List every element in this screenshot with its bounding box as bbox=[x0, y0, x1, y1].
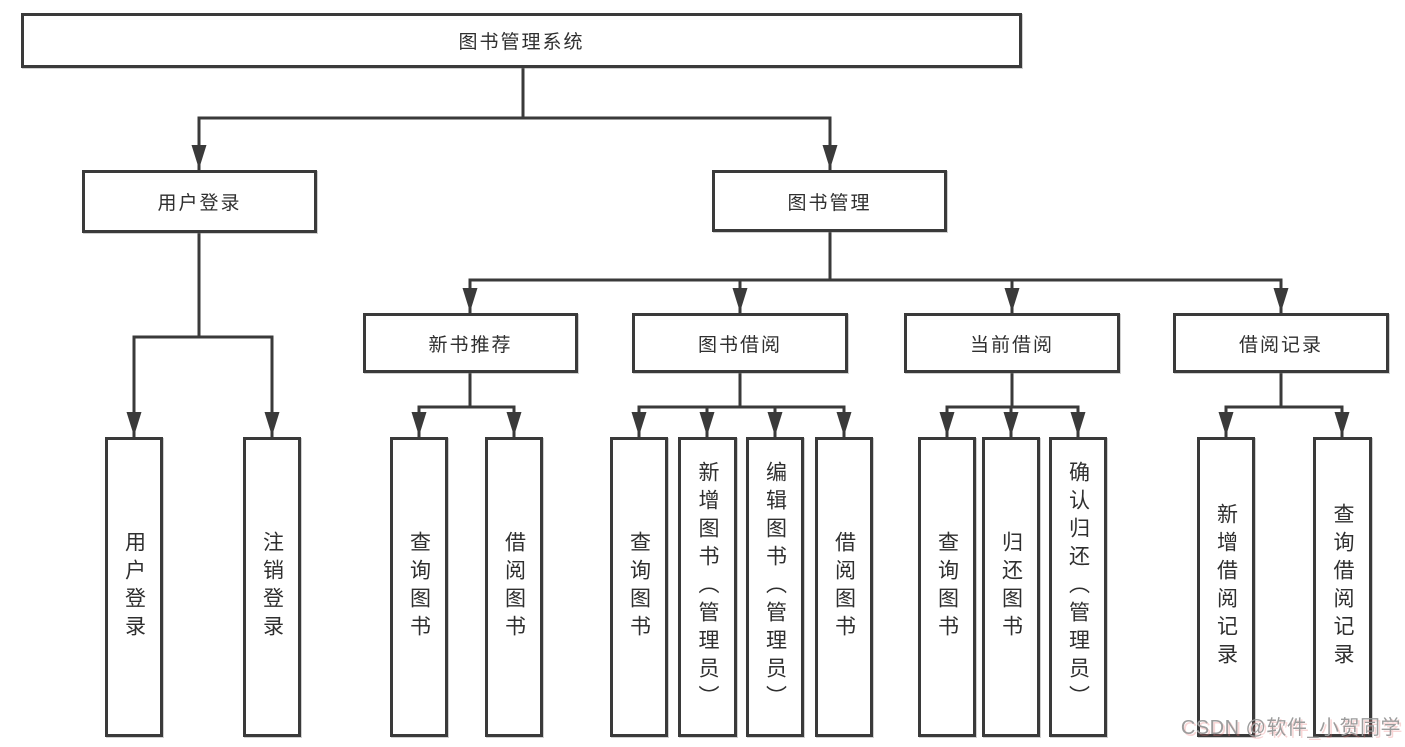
edge-current-borrow-to-leaves bbox=[939, 371, 1086, 438]
node-new-book-recommend: 新书推荐 bbox=[363, 313, 578, 373]
node-label: 查询图书 bbox=[407, 531, 431, 643]
edge-book-mgmt-to-level3 bbox=[462, 230, 1289, 314]
leaf-user-login: 用户登录 bbox=[105, 437, 163, 737]
leaf-query-borrow-record: 查询借阅记录 bbox=[1313, 437, 1372, 737]
node-label: 查询图书 bbox=[627, 531, 651, 643]
edge-user-login-to-leaves bbox=[126, 231, 280, 438]
node-label: 注销登录 bbox=[260, 531, 284, 643]
edge-root-to-level2 bbox=[191, 66, 838, 171]
node-label: 图书借阅 bbox=[697, 334, 782, 356]
leaf-borrow-books-2: 借阅图书 bbox=[815, 437, 873, 737]
leaf-confirm-return-admin: 确认归还（管理员） bbox=[1049, 437, 1107, 737]
edge-new-books-to-leaves bbox=[411, 371, 522, 438]
leaf-query-books-1: 查询图书 bbox=[390, 437, 448, 737]
node-current-borrowing: 当前借阅 bbox=[904, 313, 1120, 373]
node-label: 新书推荐 bbox=[428, 334, 513, 356]
node-label: 借阅图书 bbox=[502, 531, 526, 643]
csdn-watermark: CSDN @软件_小贺同学 bbox=[1180, 717, 1401, 739]
node-label: 借阅图书 bbox=[832, 531, 856, 643]
node-label: 新增借阅记录 bbox=[1214, 503, 1238, 671]
leaf-logout: 注销登录 bbox=[243, 437, 301, 737]
node-user-login: 用户登录 bbox=[82, 170, 317, 233]
node-label: 查询借阅记录 bbox=[1331, 503, 1354, 671]
node-label: 图书管理 bbox=[787, 192, 872, 214]
leaf-borrow-books-1: 借阅图书 bbox=[485, 437, 543, 737]
node-label: 确认归还（管理员） bbox=[1066, 461, 1090, 713]
node-book-management: 图书管理 bbox=[712, 170, 947, 232]
node-label: 查询图书 bbox=[935, 531, 959, 643]
node-label: 用户登录 bbox=[122, 531, 146, 643]
edge-book-borrow-to-leaves bbox=[631, 371, 852, 438]
leaf-return-books: 归还图书 bbox=[982, 437, 1040, 737]
leaf-add-books-admin: 新增图书（管理员） bbox=[678, 437, 737, 737]
node-label: 图书管理系统 bbox=[458, 32, 585, 53]
node-label: 借阅记录 bbox=[1238, 334, 1323, 356]
leaf-query-books-3: 查询图书 bbox=[918, 437, 976, 737]
leaf-edit-books-admin: 编辑图书（管理员） bbox=[746, 437, 804, 737]
leaf-add-borrow-record: 新增借阅记录 bbox=[1197, 437, 1255, 737]
leaf-query-books-2: 查询图书 bbox=[610, 437, 668, 737]
node-label: 用户登录 bbox=[157, 193, 242, 214]
node-label: 归还图书 bbox=[999, 531, 1023, 643]
edge-borrow-records-to-leaves bbox=[1218, 371, 1350, 438]
node-label: 当前借阅 bbox=[969, 334, 1054, 356]
node-label: 编辑图书（管理员） bbox=[763, 461, 787, 713]
node-book-borrowing: 图书借阅 bbox=[632, 313, 848, 373]
node-root-system: 图书管理系统 bbox=[21, 13, 1022, 68]
node-label: 新增图书（管理员） bbox=[696, 461, 719, 713]
node-borrow-records: 借阅记录 bbox=[1173, 313, 1389, 373]
